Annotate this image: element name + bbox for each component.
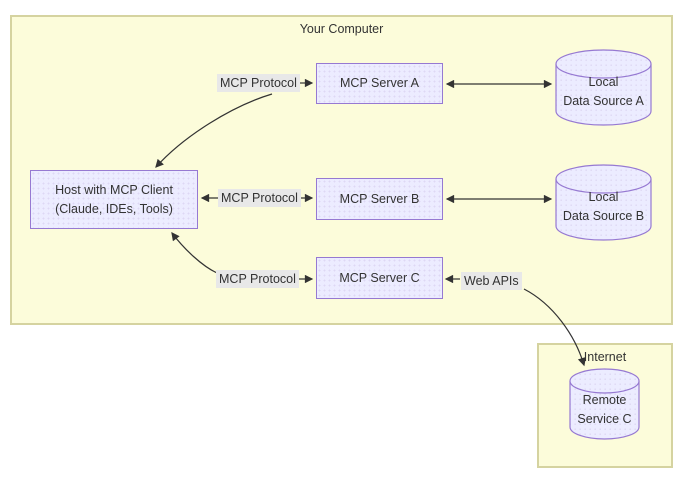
mcp-server-a-label: MCP Server A (340, 76, 419, 90)
node-remote-service-c: Remote Service C (569, 368, 640, 441)
cluster-your-computer-title: Your Computer (299, 22, 384, 36)
node-mcp-server-c: MCP Server C (316, 257, 443, 299)
remote-service-c-line2: Service C (577, 411, 632, 426)
host-label-line1: Host with MCP Client (55, 182, 173, 197)
data-source-b-line1: Local (588, 189, 619, 204)
data-source-a-line1: Local (588, 74, 619, 89)
data-source-b-line2: Data Source B (562, 208, 645, 223)
cylinder-shape-b (555, 164, 652, 241)
remote-service-c-line1: Remote (582, 392, 627, 407)
host-label-line2: (Claude, IDEs, Tools) (55, 201, 173, 216)
cylinder-shape-remote (569, 368, 640, 440)
cluster-internet-title: Internet (583, 350, 627, 364)
node-local-data-source-b: Local Data Source B (555, 164, 652, 242)
node-host-with-mcp-client: Host with MCP Client (Claude, IDEs, Tool… (30, 170, 198, 229)
edge-label-mcp-protocol-a: MCP Protocol (217, 74, 300, 92)
mcp-server-b-label: MCP Server B (339, 191, 420, 206)
node-mcp-server-b: MCP Server B (316, 178, 443, 220)
edge-label-web-apis: Web APIs (461, 272, 522, 290)
mcp-server-c-label: MCP Server C (339, 270, 420, 285)
cylinder-shape-a (555, 49, 652, 126)
node-mcp-server-a: MCP Server A (316, 63, 443, 104)
node-local-data-source-a: Local Data Source A (555, 49, 652, 127)
edge-label-mcp-protocol-b: MCP Protocol (218, 189, 301, 207)
edge-label-mcp-protocol-c: MCP Protocol (216, 270, 299, 288)
data-source-a-line2: Data Source A (563, 93, 644, 108)
